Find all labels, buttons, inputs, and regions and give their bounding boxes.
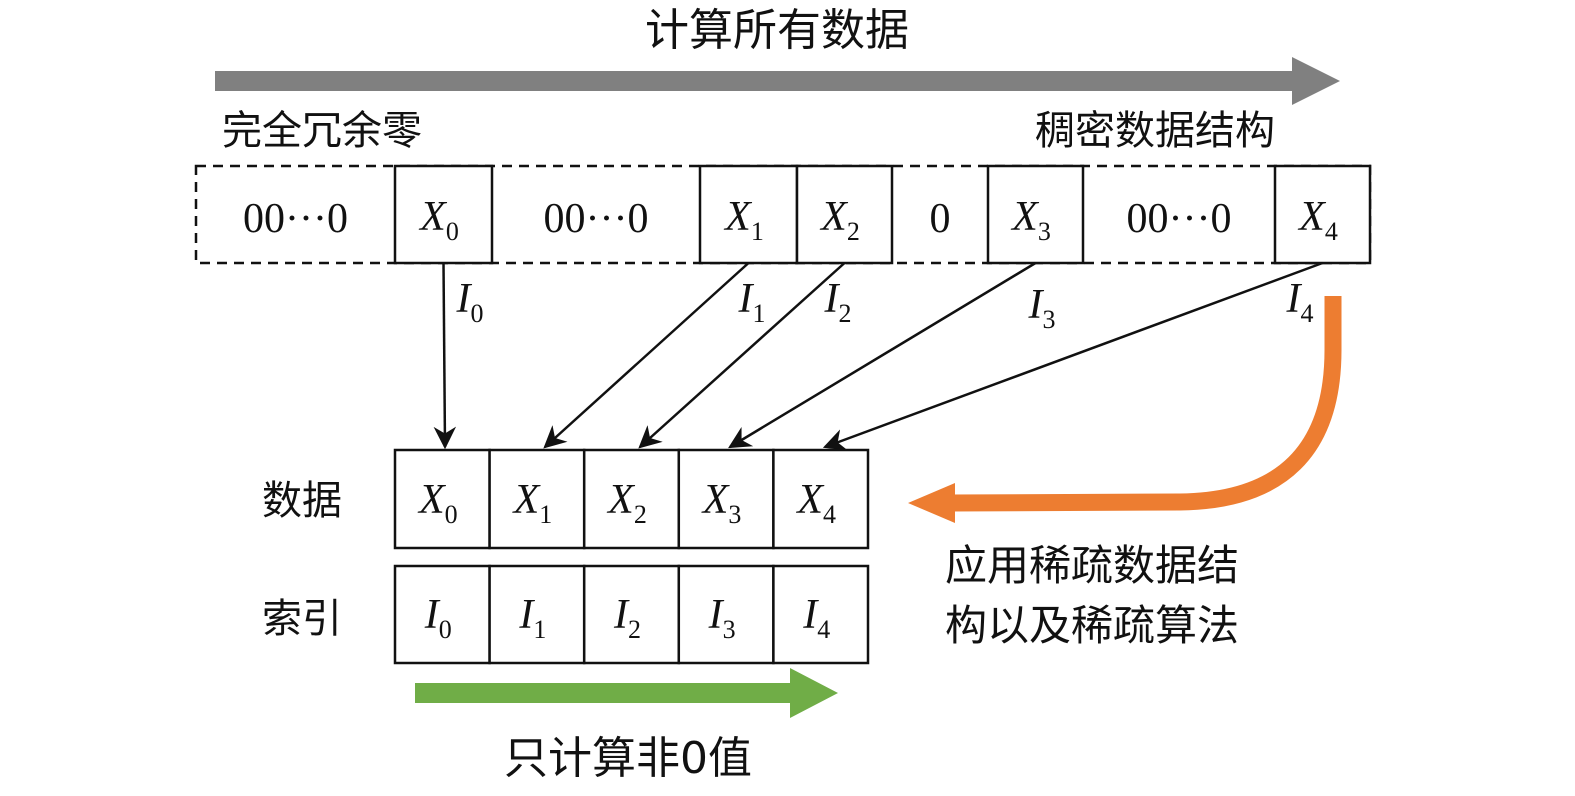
index-arrow-label: I1 [738, 276, 766, 328]
index-cell [772, 564, 870, 665]
index-cell [393, 564, 491, 665]
index-cell-label: I3 [708, 592, 736, 644]
mapping-arrows [433, 261, 1323, 451]
sparse-note-line2: 构以及稀疏算法 [945, 601, 1239, 650]
data-cell [772, 448, 870, 550]
index-cell-label: I4 [802, 592, 830, 644]
index-cell [582, 564, 681, 665]
dense-value-cell [393, 164, 494, 265]
data-cell-label: X0 [417, 477, 458, 529]
zero-run-label: 00···0 [1127, 196, 1232, 242]
title-compute-all: 计算所有数据 [645, 5, 909, 56]
index-arrow-label: I3 [1028, 282, 1056, 334]
sparse-note-line1: 应用稀疏数据结 [945, 541, 1239, 590]
mapping-arrow [433, 262, 457, 450]
green-arrow [415, 668, 838, 718]
dense-value-label: X4 [1297, 194, 1338, 246]
data-cell [677, 448, 775, 550]
orange-arrowhead [908, 483, 955, 523]
data-row-label: 数据 [262, 478, 342, 524]
index-cell-label: I0 [424, 592, 452, 644]
index-cell [677, 564, 775, 665]
data-cell-label: X4 [795, 477, 836, 529]
data-row: X0 X1 X2 X3 X4 [393, 448, 870, 550]
mapping-arrow [543, 262, 750, 449]
dense-value-label: X2 [819, 194, 860, 246]
right-label-dense-structure: 稠密数据结构 [1035, 108, 1275, 154]
index-arrow-label: I0 [456, 276, 484, 328]
gray-arrow [215, 57, 1340, 105]
dense-value-label: X1 [723, 194, 764, 246]
index-row: I0 I1 I2 I3 I4 [393, 564, 870, 665]
dense-value-label: X3 [1010, 194, 1051, 246]
index-arrow-label: I2 [824, 276, 852, 328]
dense-value-cell [986, 164, 1085, 265]
dense-row: 00···0 X0 00···0 X1 X2 0 X3 00···0 X4 [243, 164, 1372, 265]
orange-curved-arrow [949, 296, 1342, 512]
data-cell [393, 448, 491, 550]
mapping-arrow [728, 261, 1037, 449]
index-row-label: 索引 [262, 596, 342, 642]
mapping-arrow [822, 261, 1323, 451]
zero-run-label: 00···0 [544, 196, 649, 242]
mapping-arrow [638, 262, 846, 449]
data-cell-label: X1 [512, 477, 553, 529]
data-cell-label: X3 [701, 477, 742, 529]
zero-run-label: 00···0 [243, 196, 348, 242]
index-cell-label: I2 [613, 592, 641, 644]
bottom-label-nonzero-only: 只计算非0值 [504, 733, 752, 784]
data-cell-label: X2 [606, 477, 647, 529]
dense-value-label: X0 [418, 194, 459, 246]
index-labels: I0 I1 I2 I3 I4 [456, 276, 1314, 334]
index-arrow-label: I4 [1286, 276, 1314, 328]
left-label-redundant-zeros: 完全冗余零 [222, 108, 422, 154]
index-cell-label: I1 [518, 592, 546, 644]
zero-run-label: 0 [930, 196, 951, 242]
data-cell [488, 448, 586, 550]
